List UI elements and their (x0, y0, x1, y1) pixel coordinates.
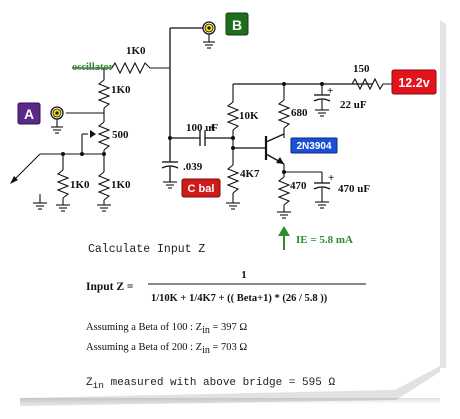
label-b: B (232, 17, 242, 33)
coupling-polarity-plus: + (209, 122, 215, 134)
value-left-1k0: 1K0 (70, 179, 90, 191)
emitter-current-label: IE = 5.8 mA (296, 234, 353, 246)
measured-result: Zin measured with above bridge = 595 Ω (86, 377, 335, 391)
card-shadow (20, 20, 446, 406)
value-4k7: 4K7 (240, 168, 260, 180)
amplifier-stage (161, 68, 392, 250)
value-cbal-039: .039 (183, 161, 203, 173)
bypass-polarity-plus: + (328, 172, 334, 184)
value-10k: 10K (239, 110, 259, 122)
value-150: 150 (353, 63, 370, 75)
value-series-1k0: 1K0 (126, 45, 146, 57)
decoupling-polarity-plus: + (327, 85, 333, 97)
resistor-4k7 (226, 164, 240, 194)
calc-heading: Calculate Input Z (88, 243, 205, 256)
resistor-680 (277, 99, 291, 129)
resistor-1k0-left (56, 169, 70, 199)
oscillator-label: oscillator (72, 62, 114, 73)
transistor-2n3904 (264, 133, 285, 165)
resistor-1k0-right (97, 171, 111, 201)
transistor-tag: 2N3904 (290, 137, 338, 154)
label-b-tag: B (225, 12, 249, 36)
resistor-1k0-series (104, 61, 170, 75)
formula-numerator: 1 (241, 269, 247, 281)
connector-a[interactable] (50, 106, 64, 134)
transistor-label: 2N3904 (296, 141, 331, 152)
label-a-tag: A (17, 102, 41, 125)
resistor-150 (345, 77, 392, 91)
label-a: A (24, 106, 34, 122)
c-bal-tag: C bal (181, 178, 221, 198)
value-22uf: 22 uF (340, 99, 367, 111)
beta-100-result: Assuming a Beta of 100 : Zin = 397 Ω (86, 322, 247, 336)
value-470: 470 (290, 180, 307, 192)
resistor-10k (226, 101, 240, 131)
resistor-1k0-upper (97, 79, 111, 109)
beta-200-result: Assuming a Beta of 200 : Zin = 703 Ω (86, 342, 247, 356)
bridge-network (10, 27, 206, 212)
c-bal-label: C bal (188, 183, 215, 195)
potentiometer-500 (97, 121, 111, 151)
value-right-1k0: 1K0 (111, 179, 131, 191)
formula-denominator: 1/10K + 1/4K7 + (( Beta+1) * (26 / 5.8 )… (151, 293, 328, 304)
supply-voltage-label: 12.2v (398, 76, 429, 90)
supply-voltage-tag: 12.2v (391, 69, 437, 95)
value-470uf: 470 uF (338, 183, 370, 195)
resistor-470 (277, 176, 291, 206)
connector-b[interactable] (202, 21, 216, 49)
value-coupling-100uf: 100 uF (186, 122, 218, 134)
value-pot-500: 500 (112, 129, 129, 141)
formula-lhs: Input Z = (86, 281, 133, 293)
value-680: 680 (291, 107, 308, 119)
value-upper-1k0: 1K0 (111, 84, 131, 96)
